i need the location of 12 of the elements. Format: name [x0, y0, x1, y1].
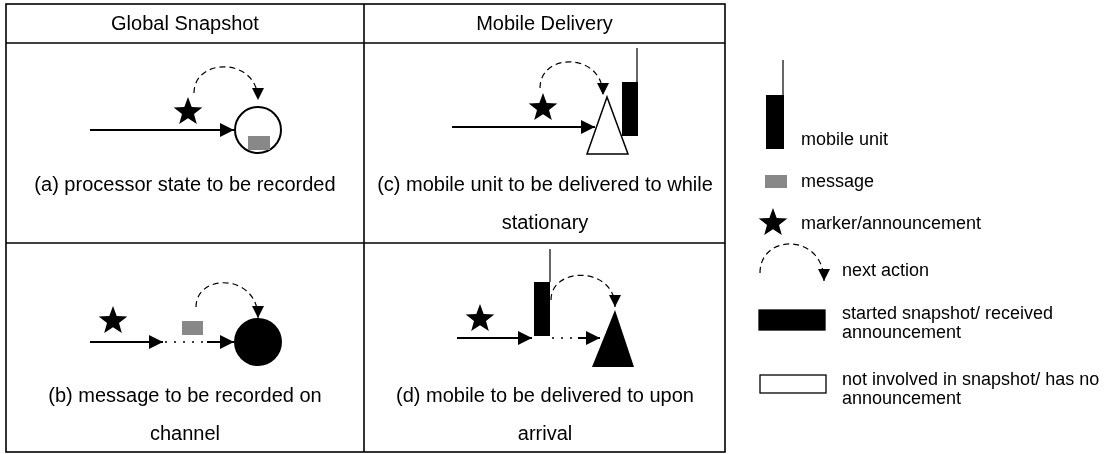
legend-label: started snapshot/ received announcement: [842, 304, 1055, 342]
legend-label: message: [801, 172, 876, 191]
cell-caption: (d) mobile to be delivered to upon arrival: [395, 383, 695, 446]
legend-label: next action: [842, 261, 931, 280]
column-header: Global Snapshot: [110, 11, 260, 36]
cell-caption: (b) message to be recorded on channel: [47, 383, 323, 446]
legend-label: mobile unit: [801, 130, 890, 149]
cell-caption: (a) processor state to be recorded: [33, 172, 337, 197]
legend-label: not involved in snapshot/ has no announcement: [842, 370, 1101, 408]
legend-label: marker/announcement: [801, 214, 983, 233]
column-header: Mobile Delivery: [475, 11, 614, 36]
cell-caption: (c) mobile unit to be delivered to while stationary: [376, 172, 714, 235]
